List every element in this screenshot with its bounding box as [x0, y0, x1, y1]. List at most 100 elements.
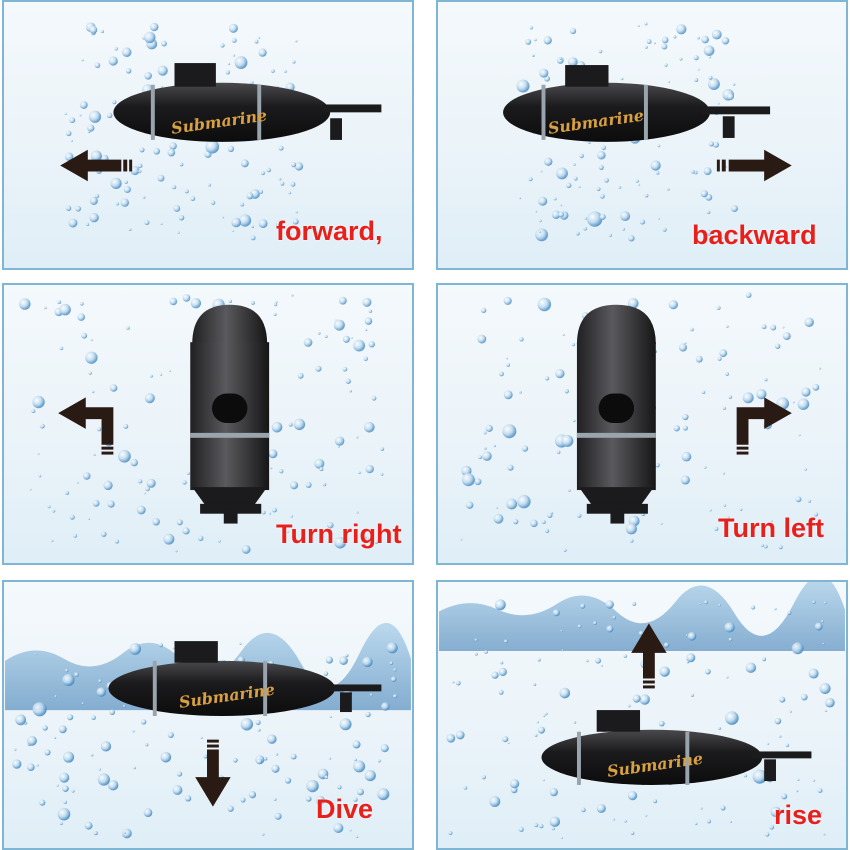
- bubble: [342, 335, 350, 343]
- bubble: [551, 827, 555, 831]
- bubble: [513, 518, 519, 525]
- bubble: [56, 784, 59, 787]
- bubble: [599, 193, 605, 199]
- bubble: [222, 216, 225, 219]
- bubble: [697, 68, 700, 71]
- bubble: [531, 54, 535, 57]
- bubble: [357, 788, 364, 796]
- bubble: [200, 736, 203, 739]
- bubble: [800, 693, 808, 701]
- bubble: [197, 535, 204, 542]
- bubble: [77, 313, 86, 321]
- bubble: [90, 338, 93, 341]
- bubble: [812, 383, 820, 391]
- bubble: [239, 642, 242, 645]
- bubble: [729, 820, 733, 824]
- bubble: [534, 823, 539, 828]
- bubble: [629, 539, 634, 543]
- bubbles-scene: Submarine: [439, 582, 845, 839]
- bubble: [653, 42, 656, 45]
- bubble: [365, 711, 371, 718]
- bubble: [275, 220, 283, 228]
- bubble: [538, 231, 542, 234]
- bubble: [238, 214, 252, 227]
- bubble: [704, 600, 708, 605]
- bubble: [145, 486, 150, 492]
- bubble: [190, 297, 202, 309]
- bubble: [79, 101, 88, 109]
- bubble: [231, 217, 242, 228]
- bubble: [138, 169, 142, 173]
- bubble: [228, 23, 238, 33]
- bubble: [534, 38, 537, 42]
- bubble: [661, 36, 669, 44]
- bubble: [778, 545, 783, 550]
- bubble: [573, 721, 577, 724]
- bubble: [59, 346, 64, 351]
- submarine: Submarine: [541, 710, 812, 785]
- bubble: [580, 603, 586, 609]
- bubble: [290, 514, 293, 518]
- bubble: [39, 423, 45, 429]
- submarine-vertical: [576, 304, 656, 524]
- bubble: [349, 389, 352, 393]
- bubble: [682, 413, 689, 421]
- bubble: [160, 85, 163, 88]
- bubble: [446, 733, 456, 743]
- bubble: [722, 472, 726, 475]
- bubble: [182, 294, 191, 302]
- bubble: [168, 370, 171, 373]
- bubble: [604, 177, 609, 183]
- bubble: [690, 327, 694, 332]
- bubble: [821, 619, 824, 623]
- bubble: [632, 601, 637, 606]
- bubble: [739, 508, 743, 511]
- bubble: [91, 715, 96, 721]
- bubble: [500, 661, 504, 665]
- bubble: [504, 639, 508, 644]
- bubble: [38, 474, 42, 478]
- bubble: [103, 480, 113, 491]
- bubble: [258, 36, 261, 39]
- bubble: [728, 395, 733, 399]
- bubble: [718, 603, 721, 607]
- bubble: [319, 467, 324, 472]
- bubble: [89, 212, 99, 223]
- bubble: [87, 124, 95, 132]
- bubble: [601, 145, 607, 151]
- bubble: [268, 512, 272, 515]
- bubble: [232, 54, 236, 57]
- bubble: [797, 398, 810, 411]
- bubble: [64, 668, 69, 673]
- bubble: [708, 75, 713, 80]
- bubble: [107, 500, 115, 508]
- bubble: [791, 642, 804, 655]
- bubble: [764, 378, 768, 382]
- bubble: [89, 196, 98, 205]
- bubble: [51, 539, 54, 543]
- bubble: [96, 687, 107, 697]
- bubble: [627, 704, 631, 708]
- bubble: [568, 57, 578, 67]
- bubble: [779, 696, 786, 703]
- bubble: [756, 389, 767, 400]
- bubble: [90, 753, 94, 757]
- bubble: [324, 334, 328, 338]
- bubble: [498, 371, 504, 377]
- bubble: [76, 481, 79, 484]
- bubble: [190, 196, 196, 202]
- bubble: [477, 334, 487, 344]
- bubble: [272, 507, 278, 513]
- bubble: [288, 191, 292, 195]
- bubble: [537, 297, 552, 312]
- bubble: [374, 539, 379, 544]
- bubble: [317, 331, 321, 335]
- bubble: [539, 68, 549, 78]
- bubble: [273, 797, 277, 801]
- bubble: [627, 790, 638, 801]
- bubble: [566, 182, 572, 189]
- bubble: [288, 422, 293, 427]
- bubble: [693, 55, 699, 61]
- bubble: [380, 472, 384, 476]
- bubble: [551, 210, 561, 219]
